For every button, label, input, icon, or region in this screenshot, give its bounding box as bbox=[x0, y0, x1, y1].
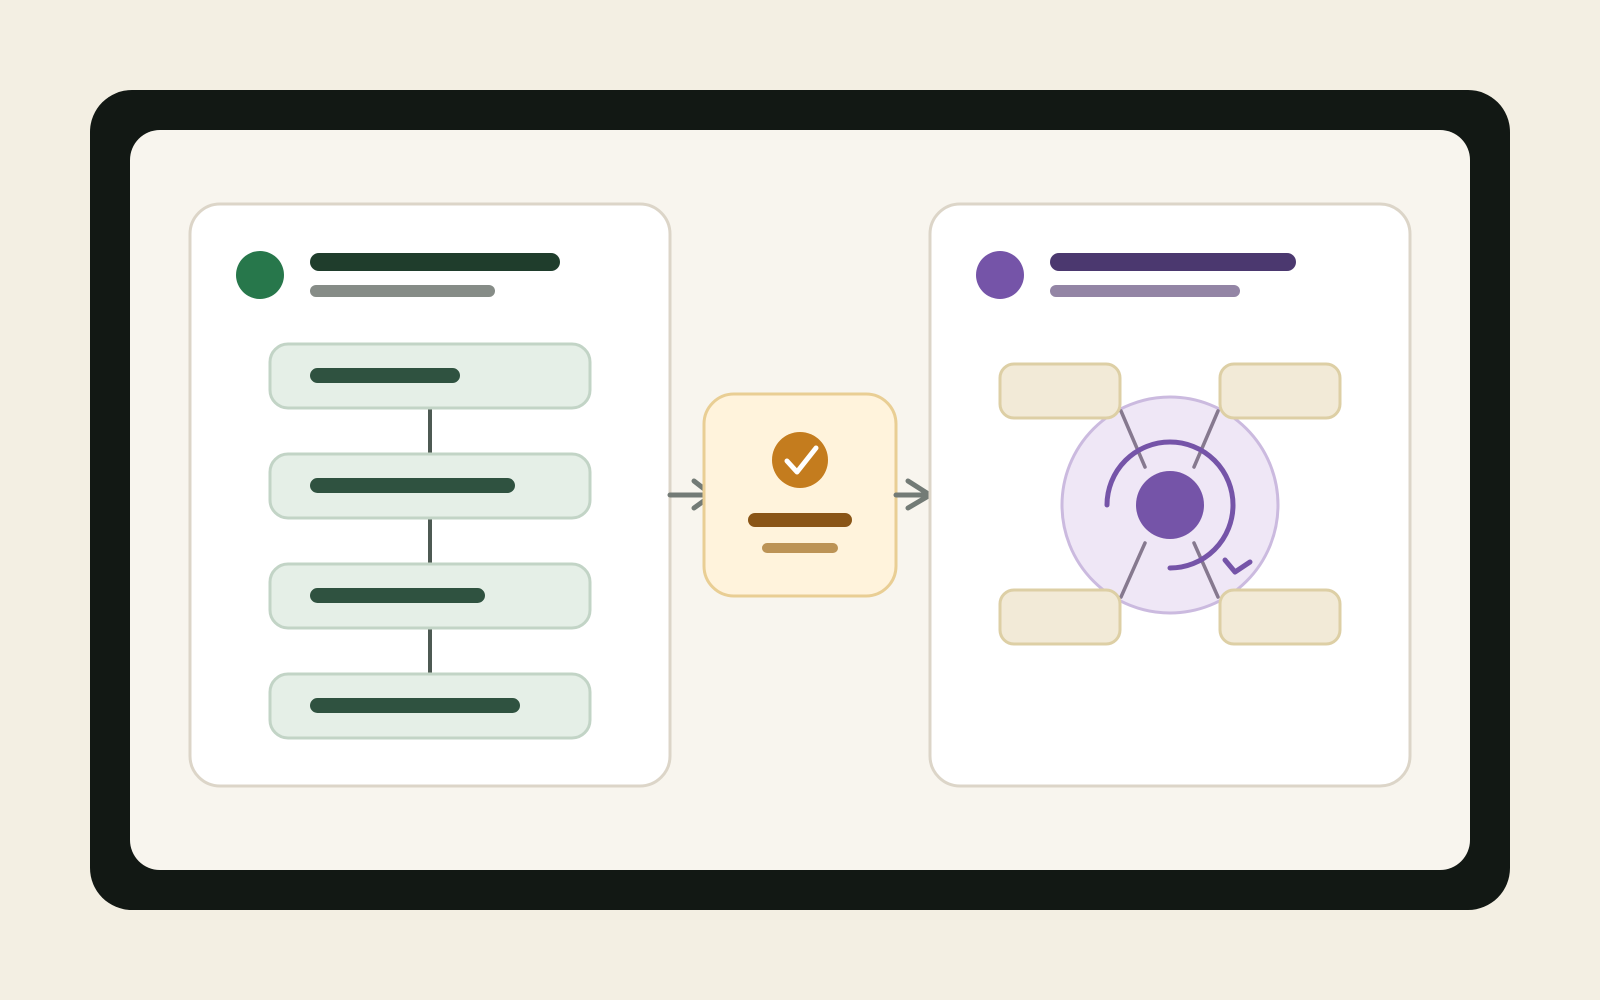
list-item bbox=[268, 452, 592, 520]
list-item bbox=[268, 672, 592, 740]
hub-spokes bbox=[1119, 409, 1220, 599]
left-title-bar bbox=[310, 253, 560, 271]
left-status-dot-icon bbox=[236, 251, 284, 299]
center-title-bar bbox=[748, 513, 852, 527]
step-label-bar bbox=[310, 698, 520, 713]
satellite-box bbox=[1218, 588, 1342, 646]
satellite-box bbox=[1218, 362, 1342, 420]
check-badge-icon bbox=[772, 432, 828, 488]
center-panel bbox=[702, 392, 898, 598]
cycle-refresh-icon bbox=[1104, 439, 1253, 575]
step-label-bar bbox=[310, 478, 515, 493]
center-subtitle-bar bbox=[762, 543, 838, 553]
list-item bbox=[268, 562, 592, 630]
right-subtitle-bar bbox=[1050, 285, 1240, 297]
satellite-box bbox=[998, 588, 1122, 646]
left-panel bbox=[188, 202, 672, 788]
left-subtitle-bar bbox=[310, 285, 495, 297]
right-panel bbox=[928, 202, 1412, 788]
center-card bbox=[702, 392, 898, 598]
satellite-box bbox=[998, 362, 1122, 420]
step-label-bar bbox=[310, 368, 460, 383]
list-item bbox=[268, 342, 592, 410]
right-title-bar bbox=[1050, 253, 1296, 271]
right-status-dot-icon bbox=[976, 251, 1024, 299]
step-label-bar bbox=[310, 588, 485, 603]
